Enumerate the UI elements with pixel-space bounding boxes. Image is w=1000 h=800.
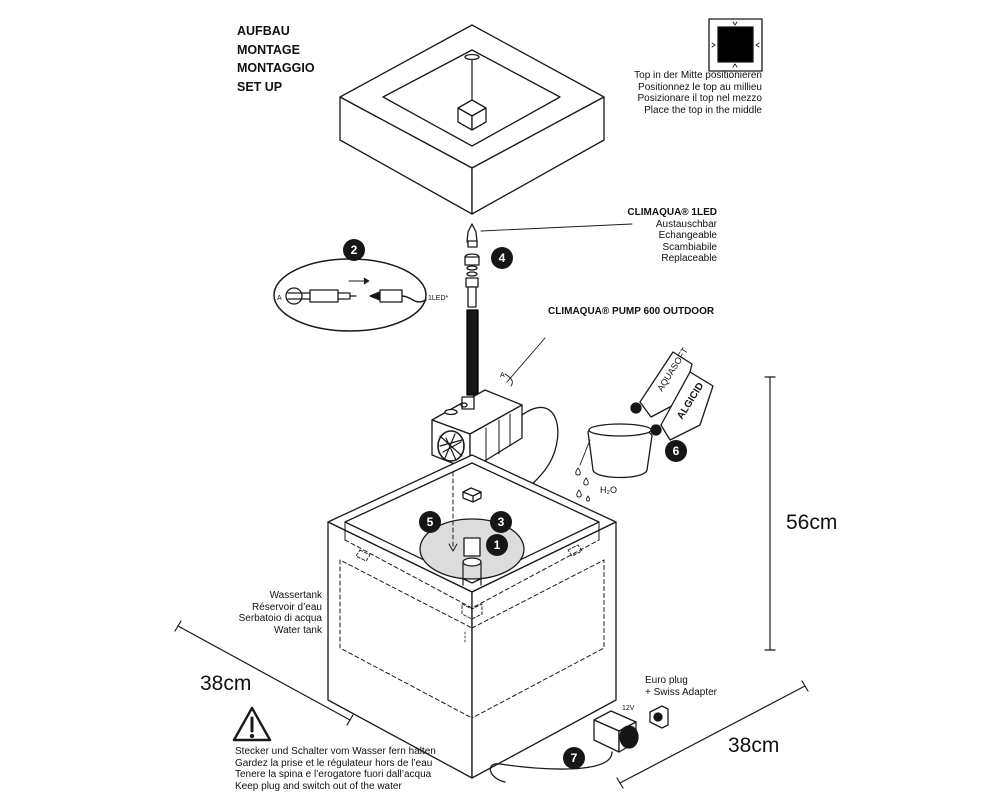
title-line: MONTAGGIO bbox=[237, 61, 315, 75]
pump-label: CLIMAQUA® PUMP 600 OUTDOOR bbox=[548, 306, 715, 317]
led-label: CLIMAQUA® 1LED Austauschbar Echangeable … bbox=[600, 207, 717, 265]
warning-line: Stecker und Schalter vom Wasser fern hal… bbox=[235, 746, 436, 757]
led-assembly bbox=[464, 223, 633, 396]
warning-line: Tenere la spina e l’erogatore fuori dall… bbox=[235, 769, 432, 780]
note-line: Place the top in the middle bbox=[644, 104, 762, 116]
plug-line: Euro plug bbox=[645, 675, 688, 686]
width-dimension-left: 38cm bbox=[200, 672, 252, 695]
step-badge-2: 2 bbox=[343, 239, 365, 261]
step-badge-4: 4 bbox=[491, 247, 513, 269]
note-line: Positionnez le top au millieu bbox=[638, 81, 762, 93]
title-line: SET UP bbox=[237, 79, 283, 94]
step-badge-5: 5 bbox=[419, 511, 441, 533]
tank-line: Réservoir d’eau bbox=[251, 601, 322, 613]
tank-line: Water tank bbox=[274, 624, 322, 636]
tank-line: Wassertank bbox=[269, 590, 322, 601]
dimension-lines bbox=[174, 376, 809, 789]
bottles bbox=[630, 351, 714, 441]
led-line: Austauschbar bbox=[655, 218, 717, 230]
led-line: Scambiabile bbox=[662, 241, 717, 253]
water-bucket bbox=[579, 423, 653, 479]
plug-line: + Swiss Adapter bbox=[645, 686, 717, 698]
cable-connection-detail bbox=[273, 258, 427, 332]
height-dimension: 56cm bbox=[786, 511, 838, 534]
warning-line: Keep plug and switch out of the water bbox=[235, 780, 402, 792]
pump bbox=[431, 337, 559, 541]
note-line: Posizionare il top nel mezzo bbox=[637, 93, 762, 104]
tank-line: Serbatoio di acqua bbox=[238, 613, 322, 624]
water-tank-label: Wassertank Réservoir d’eau Serbatoio di … bbox=[210, 590, 322, 636]
step-badge-7: 7 bbox=[563, 747, 585, 769]
page-title: AUFBAU MONTAGE MONTAGGIO SET UP bbox=[237, 22, 315, 96]
fountain-top-tray bbox=[339, 24, 605, 215]
label-12v: 12V bbox=[622, 705, 635, 712]
water-tank bbox=[327, 454, 617, 779]
step-badge-3: 3 bbox=[490, 511, 512, 533]
width-dimension-right: 38cm bbox=[728, 734, 780, 757]
led-line: Replaceable bbox=[661, 253, 717, 264]
label-cable-a: A bbox=[277, 295, 282, 302]
note-line: Top in der Mitte positionieren bbox=[634, 70, 762, 81]
title-line: AUFBAU bbox=[237, 24, 290, 38]
step-badge-1: 1 bbox=[486, 534, 508, 556]
water-drop-icon bbox=[575, 467, 590, 502]
label-pump-a: A bbox=[500, 372, 505, 379]
label-cable-1led: 1LED* bbox=[428, 295, 449, 302]
led-name: CLIMAQUA® 1LED bbox=[627, 207, 717, 218]
label-h2o: H₂O bbox=[600, 485, 617, 495]
step-badge-6: 6 bbox=[665, 440, 687, 462]
warning-line: Gardez la prise et le régulateur hors de… bbox=[235, 757, 433, 769]
warning-text: Stecker und Schalter vom Wasser fern hal… bbox=[235, 746, 436, 792]
title-line: MONTAGE bbox=[237, 42, 300, 57]
top-position-icon bbox=[708, 18, 763, 72]
plug-adapter-icon bbox=[489, 705, 669, 783]
top-position-note: Top in der Mitte positionieren Positionn… bbox=[610, 70, 762, 116]
plug-label: Euro plug + Swiss Adapter bbox=[645, 675, 717, 698]
led-line: Echangeable bbox=[658, 230, 717, 241]
warning-triangle-icon bbox=[232, 706, 272, 742]
